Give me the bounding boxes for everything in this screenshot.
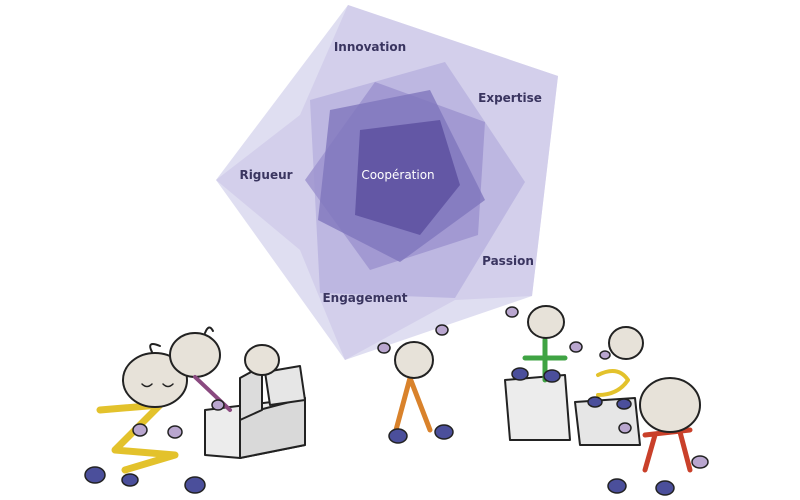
character-head-4 bbox=[394, 341, 434, 379]
boxes bbox=[504, 374, 641, 446]
character-head-5 bbox=[527, 305, 565, 339]
value-label-expertise: Expertise bbox=[478, 91, 542, 105]
letter-a-shape bbox=[393, 375, 433, 433]
value-label-innovation: Innovation bbox=[334, 40, 406, 54]
left-team-group bbox=[84, 326, 306, 494]
letter-pi-shape bbox=[642, 427, 693, 473]
character-head-1 bbox=[122, 352, 188, 408]
value-label-rigueur: Rigueur bbox=[239, 168, 292, 182]
letter-s-shape bbox=[596, 369, 630, 397]
layered-star-diagram: Innovation Expertise Rigueur Passion Eng… bbox=[216, 5, 558, 360]
computer-desk bbox=[204, 365, 306, 459]
character-head-2 bbox=[169, 332, 221, 378]
center-shape bbox=[355, 120, 460, 235]
letter-z-shape bbox=[96, 401, 179, 474]
character-head-7 bbox=[639, 377, 701, 433]
character-head-6 bbox=[608, 326, 644, 360]
center-label-cooperation: Coopération bbox=[361, 168, 434, 182]
character-head-3 bbox=[244, 344, 280, 376]
right-team-group bbox=[504, 305, 709, 496]
value-label-passion: Passion bbox=[482, 254, 534, 268]
middle-character-group bbox=[377, 324, 454, 444]
blueberries-left bbox=[84, 466, 206, 494]
value-label-engagement: Engagement bbox=[322, 291, 407, 305]
